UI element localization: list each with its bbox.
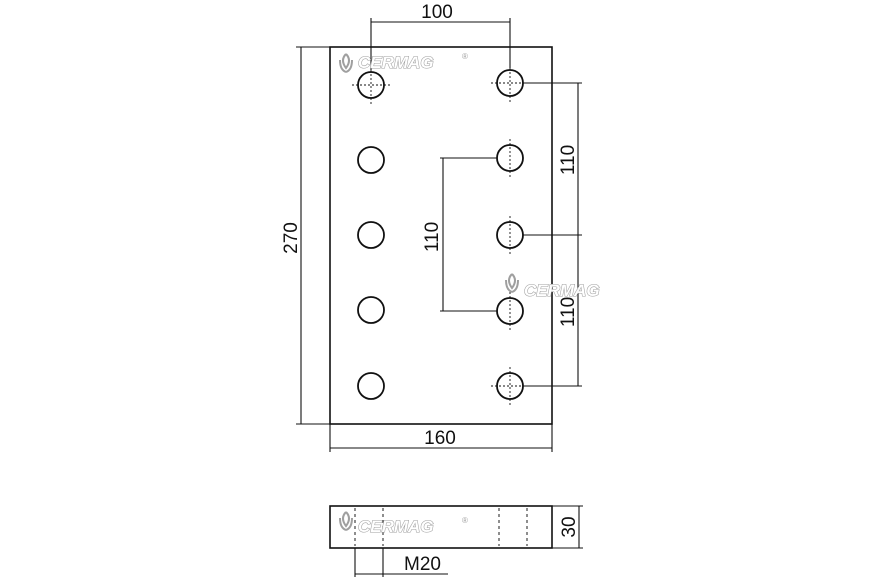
dimension-label-right-upper: 110 — [558, 145, 579, 175]
watermark-logo: CERMAG — [505, 273, 600, 301]
side-outline — [329, 505, 553, 549]
dimension-thickness: 30 — [552, 505, 583, 549]
dimension-top-spacing: 100 — [370, 2, 511, 70]
watermark-brand: CERMAG — [358, 53, 434, 72]
dimension-label-overall-width: 160 — [424, 428, 456, 449]
wheat-icon — [339, 511, 353, 531]
watermark-brand: CERMAG — [358, 517, 434, 536]
dimension-label-overall-height: 270 — [281, 222, 302, 254]
bolt-hole — [357, 221, 385, 249]
watermark-registered: ® — [462, 52, 468, 61]
watermark-logo: CERMAG ® — [339, 52, 468, 73]
dimension-label-inner-spacing: 110 — [422, 222, 443, 252]
wheat-icon — [505, 273, 519, 293]
bolt-hole — [357, 296, 385, 324]
dimension-thread: M20 — [354, 548, 448, 577]
watermark-brand: CERMAG — [524, 281, 600, 300]
dimension-right-spacing: 110 110 — [523, 82, 582, 387]
dimension-overall-height: 270 — [281, 46, 330, 425]
dimension-label-top-spacing: 100 — [421, 2, 453, 23]
left-hole-column — [357, 71, 385, 400]
dimension-inner-spacing: 110 — [422, 157, 497, 312]
bolt-hole — [357, 372, 385, 400]
plate-side-view — [329, 505, 553, 549]
dimension-label-thickness: 30 — [559, 516, 580, 537]
dimension-label-thread: M20 — [404, 554, 441, 575]
watermark-logo: CERMAG ® — [339, 511, 468, 537]
dimension-overall-width: 160 — [329, 424, 553, 452]
wheat-icon — [339, 53, 353, 73]
dimension-label-right-lower: 110 — [558, 297, 579, 327]
bolt-hole — [357, 146, 385, 174]
watermark-registered: ® — [462, 516, 468, 525]
right-hole-column — [496, 69, 524, 400]
